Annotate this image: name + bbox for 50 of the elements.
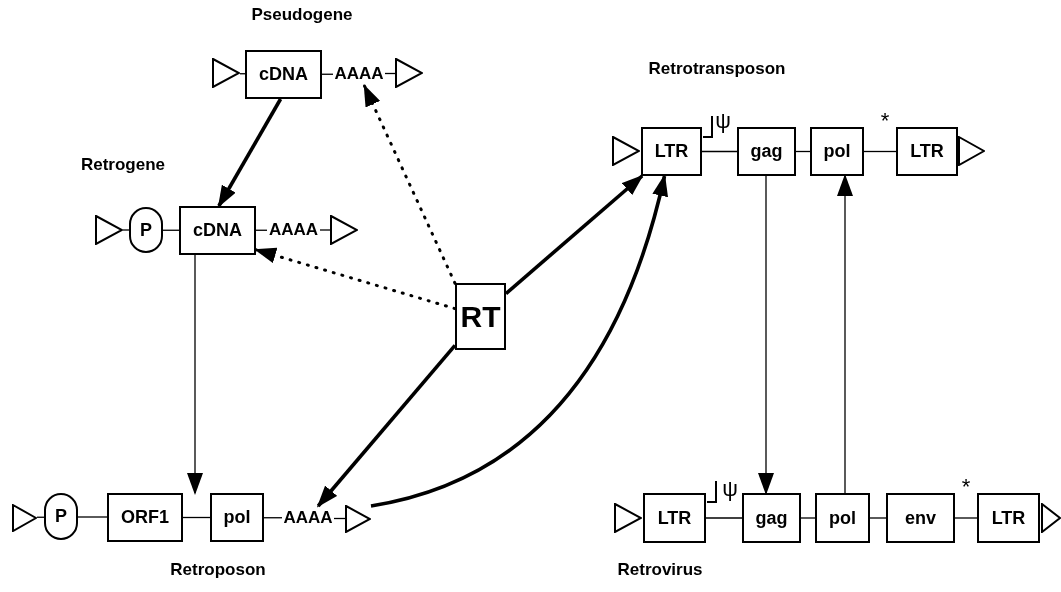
gene-box: pol <box>210 493 264 542</box>
gene-box: ORF1 <box>107 493 183 542</box>
connector-line <box>77 516 108 518</box>
repeat-triangle <box>395 58 423 88</box>
gene-box: pol <box>815 493 870 543</box>
repeat-triangle <box>614 503 642 533</box>
connector-line <box>122 229 130 231</box>
element-type-title: Retrovirus <box>617 561 703 578</box>
sequence-symbol: * <box>961 476 971 498</box>
sequence-symbol: ψ <box>722 478 738 500</box>
sequence-symbol: ψ <box>715 110 731 132</box>
connector-line <box>182 516 211 519</box>
arrow <box>187 254 203 495</box>
element-type-title: Retrogene <box>80 156 166 173</box>
gene-box: cDNA <box>179 206 256 255</box>
repeat-triangle <box>212 58 240 88</box>
reverse-transcriptase-box: RT <box>455 283 506 350</box>
gene-box: env <box>886 493 955 543</box>
connector-line <box>800 517 816 519</box>
connector-line <box>319 229 331 231</box>
arrow <box>316 344 457 508</box>
gene-box: gag <box>737 127 796 176</box>
gene-box: cDNA <box>245 50 322 99</box>
connector-line <box>701 150 738 153</box>
element-type-title: Retrotransposon <box>648 60 786 77</box>
arrow <box>837 174 853 494</box>
polya-tail-label: AAAA <box>267 218 320 242</box>
repeat-triangle <box>345 505 371 533</box>
gene-box: pol <box>810 127 864 176</box>
connector-line <box>705 517 743 519</box>
repeat-triangle <box>330 215 358 245</box>
arrow <box>217 98 283 208</box>
arrow <box>363 84 457 285</box>
repeat-triangle <box>95 215 123 245</box>
element-type-title: Pseudogene <box>251 6 353 23</box>
polya-tail-label: AAAA <box>282 506 334 530</box>
arrow <box>370 174 668 508</box>
element-type-title: Retroposon <box>170 561 266 578</box>
sequence-symbol: * <box>880 110 890 132</box>
connector-line <box>239 73 246 75</box>
arrow <box>758 175 774 495</box>
polya-tail-label: AAAA <box>333 62 385 86</box>
connector-line <box>954 517 978 519</box>
repeat-triangle <box>958 136 985 166</box>
repeat-triangle <box>1041 503 1061 533</box>
connector-line <box>863 150 897 153</box>
connector-line <box>869 517 887 519</box>
gene-box: gag <box>742 493 801 543</box>
repeat-triangle <box>12 504 37 532</box>
repeat-triangle <box>612 136 640 166</box>
